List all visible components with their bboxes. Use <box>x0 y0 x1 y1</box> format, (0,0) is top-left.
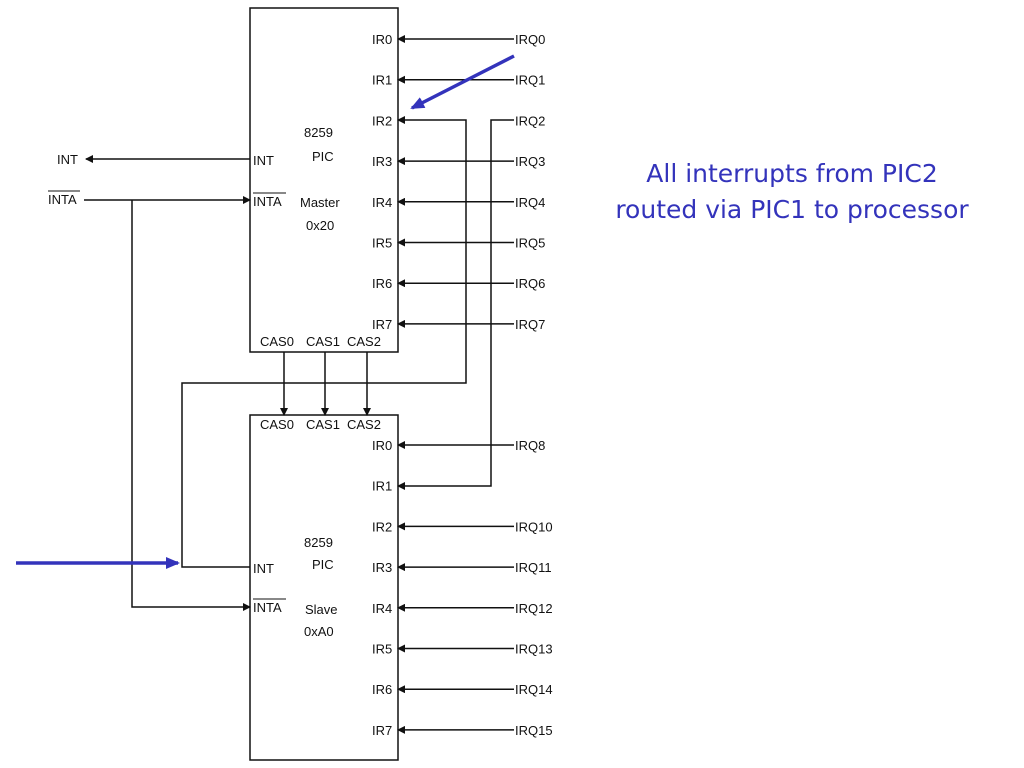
slave-address-label: 0xA0 <box>304 624 334 639</box>
master-irq0-label: IRQ0 <box>515 32 545 47</box>
slave-irq8-label: IRQ8 <box>515 438 545 453</box>
highlight-arrow-master-ir2 <box>410 54 515 110</box>
caption-line-2: routed via PIC1 to processor <box>615 195 969 224</box>
master-pic-box <box>249 7 399 353</box>
master-role-label: Master <box>300 195 340 210</box>
master-address-label: 0x20 <box>306 218 334 233</box>
master-ir5-pin: IR5 <box>372 236 392 251</box>
master-inta-pin: INTA <box>253 194 282 209</box>
slave-ir1-pin: IR1 <box>372 479 392 494</box>
slave-irq14-label: IRQ14 <box>515 682 553 697</box>
master-ir7-pin: IR7 <box>372 317 392 332</box>
caption: All interrupts from PIC2 routed via PIC1… <box>560 156 1024 228</box>
slave-ir0-pin: IR0 <box>372 438 392 453</box>
slave-irq12-label: IRQ12 <box>515 601 553 616</box>
slave-int-to-master-ir2-wire <box>181 116 467 568</box>
master-chip-label: 8259 <box>304 125 333 140</box>
master-ir4-pin: IR4 <box>372 195 392 210</box>
cpu-inta-label: INTA <box>48 192 77 207</box>
master-ir2-pin: IR2 <box>372 113 392 128</box>
master-ir1-pin: IR1 <box>372 73 392 88</box>
master-cas0-pin: CAS0 <box>260 334 294 349</box>
slave-irq11-label: IRQ11 <box>515 560 552 575</box>
slave-ir5-pin: IR5 <box>372 642 392 657</box>
master-int-pin: INT <box>253 153 274 168</box>
slave-pic-box <box>249 414 399 761</box>
slave-chip-label: 8259 <box>304 535 333 550</box>
cpu-int-label: INT <box>57 152 78 167</box>
master-irq1-label: IRQ1 <box>515 73 545 88</box>
inta-to-slave-wire <box>131 200 251 611</box>
slave-ir2-pin: IR2 <box>372 519 392 534</box>
master-irq7-label: IRQ7 <box>515 317 545 332</box>
slave-ir4-pin: IR4 <box>372 601 392 616</box>
slave-inta-pin: INTA <box>253 600 282 615</box>
master-irq4-label: IRQ4 <box>515 195 545 210</box>
slave-ir7-pin: IR7 <box>372 723 392 738</box>
slave-ir6-pin: IR6 <box>372 682 392 697</box>
master-irq6-label: IRQ6 <box>515 276 545 291</box>
slave-pic: 8259 PIC Slave 0xA0 INT INTA CAS0 CAS1 C… <box>249 414 553 761</box>
slave-cas1-pin: CAS1 <box>306 417 340 432</box>
master-ir0-pin: IR0 <box>372 32 392 47</box>
master-ir3-pin: IR3 <box>372 154 392 169</box>
slave-irq13-label: IRQ13 <box>515 642 553 657</box>
slave-role-label: Slave <box>305 602 338 617</box>
caption-line-1: All interrupts from PIC2 <box>646 159 938 188</box>
slave-ir3-pin: IR3 <box>372 560 392 575</box>
slave-irq10-label: IRQ10 <box>515 519 553 534</box>
master-type-label: PIC <box>312 149 334 164</box>
slave-int-pin: INT <box>253 561 274 576</box>
master-cas1-pin: CAS1 <box>306 334 340 349</box>
irq2-to-slave-ir1-wire <box>397 119 514 490</box>
slave-type-label: PIC <box>312 557 334 572</box>
master-cas2-pin: CAS2 <box>347 334 381 349</box>
slave-cas2-pin: CAS2 <box>347 417 381 432</box>
slave-cas0-pin: CAS0 <box>260 417 294 432</box>
master-ir6-pin: IR6 <box>372 276 392 291</box>
master-irq2-label: IRQ2 <box>515 113 545 128</box>
master-pic: 8259 PIC Master 0x20 INT INTA CAS0 CAS1 … <box>249 7 545 353</box>
slave-irq15-label: IRQ15 <box>515 723 553 738</box>
master-irq5-label: IRQ5 <box>515 236 545 251</box>
master-irq3-label: IRQ3 <box>515 154 545 169</box>
